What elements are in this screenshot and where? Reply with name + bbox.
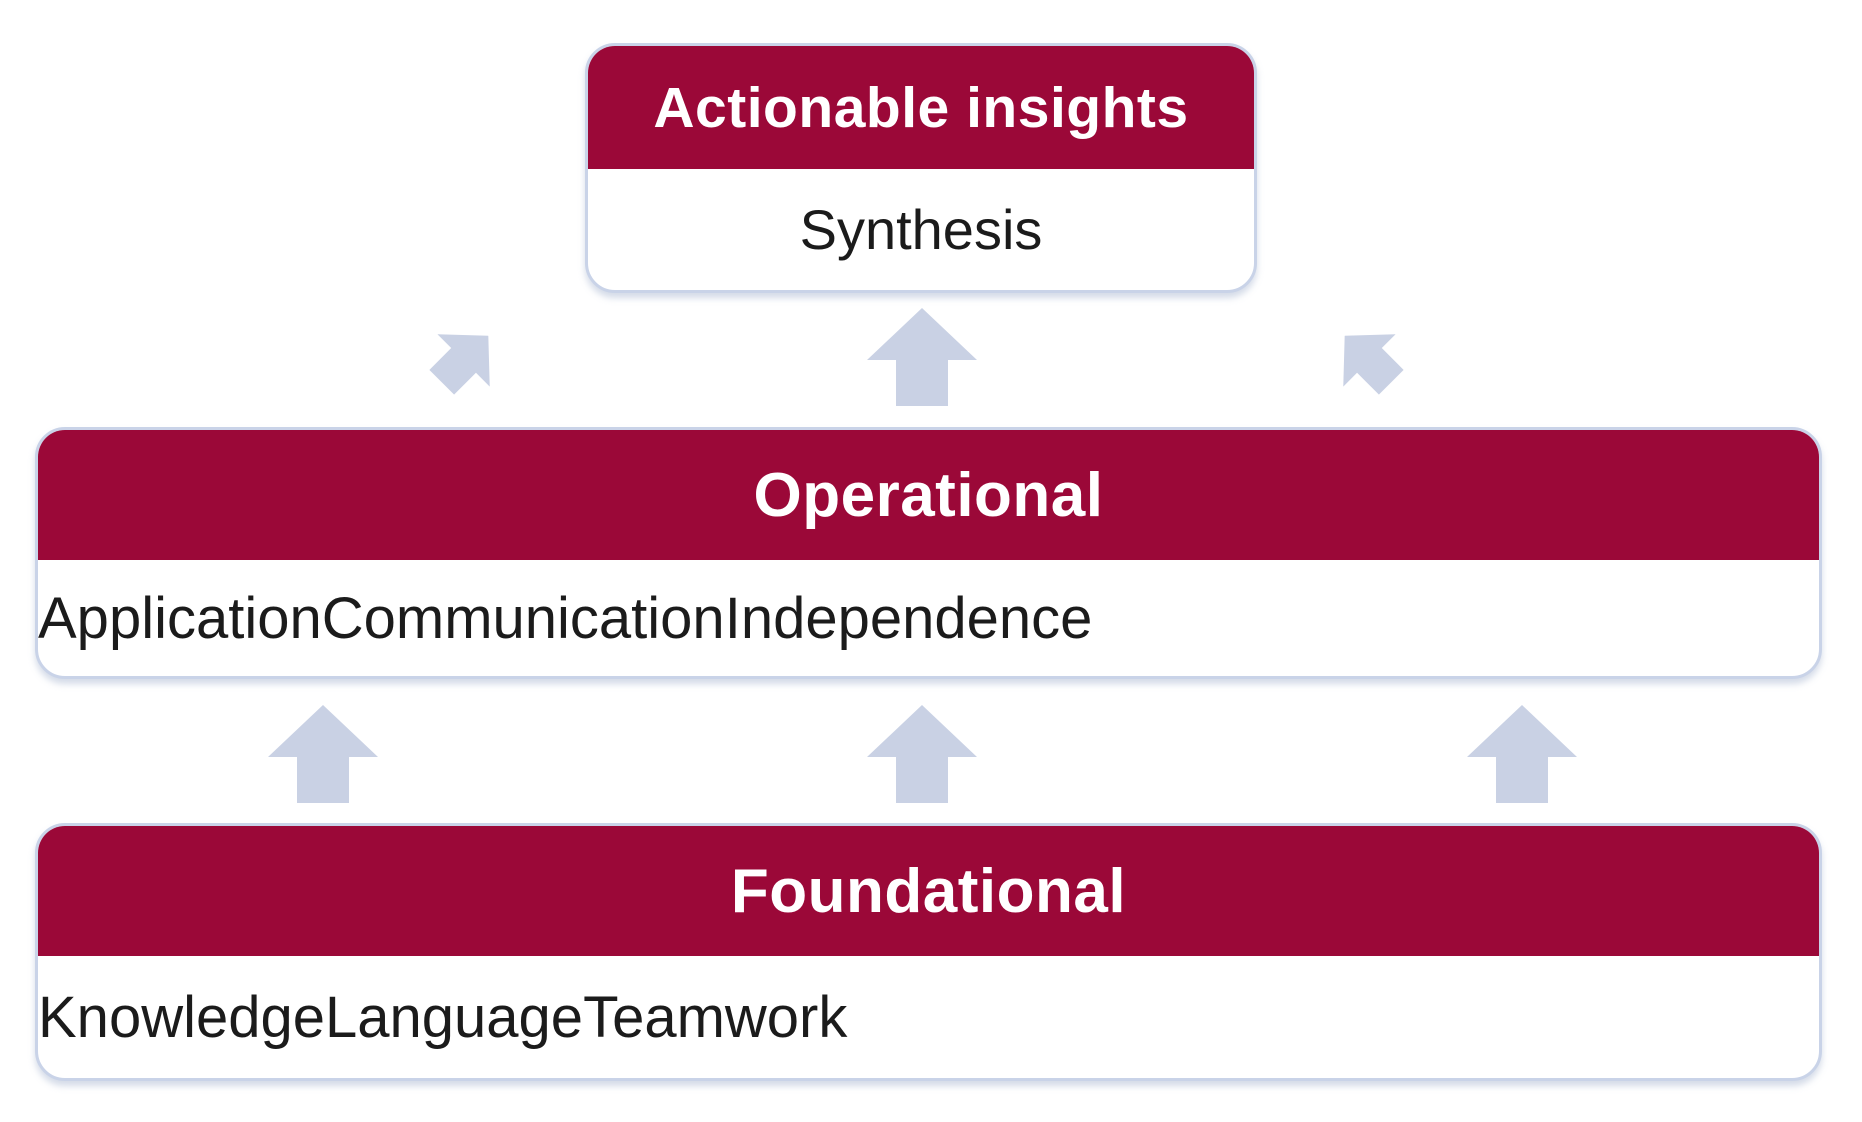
level-box-foundational: Foundational Knowledge Language Teamwork bbox=[35, 823, 1822, 1081]
up-arrow-icon bbox=[268, 705, 378, 803]
level-box-operational: Operational Application Communication In… bbox=[35, 427, 1822, 679]
level-header-label: Actionable insights bbox=[653, 75, 1189, 140]
level-header-foundational: Foundational bbox=[38, 826, 1819, 956]
level-item-language: Language bbox=[325, 984, 584, 1050]
up-arrow-icon bbox=[867, 705, 977, 803]
up-right-arrow-icon bbox=[415, 308, 515, 410]
level-box-actionable-insights: Actionable insights Synthesis bbox=[585, 43, 1257, 293]
level-header-label: Operational bbox=[753, 460, 1104, 530]
level-header-actionable-insights: Actionable insights bbox=[588, 46, 1254, 169]
up-left-arrow-icon bbox=[1318, 308, 1418, 410]
level-item-synthesis: Synthesis bbox=[799, 198, 1043, 261]
level-header-operational: Operational bbox=[38, 430, 1819, 560]
level-header-label: Foundational bbox=[730, 856, 1127, 926]
level-body-actionable-insights: Synthesis bbox=[588, 169, 1254, 290]
up-arrow-icon bbox=[867, 308, 977, 406]
level-item-knowledge: Knowledge bbox=[38, 984, 325, 1050]
level-item-communication: Communication bbox=[321, 585, 725, 651]
level-body-foundational: Knowledge Language Teamwork bbox=[38, 956, 1819, 1078]
level-item-teamwork: Teamwork bbox=[583, 984, 848, 1050]
level-item-application: Application bbox=[38, 585, 322, 651]
up-arrow-icon bbox=[1467, 705, 1577, 803]
level-item-independence: Independence bbox=[724, 585, 1093, 651]
level-body-operational: Application Communication Independence bbox=[38, 560, 1819, 676]
